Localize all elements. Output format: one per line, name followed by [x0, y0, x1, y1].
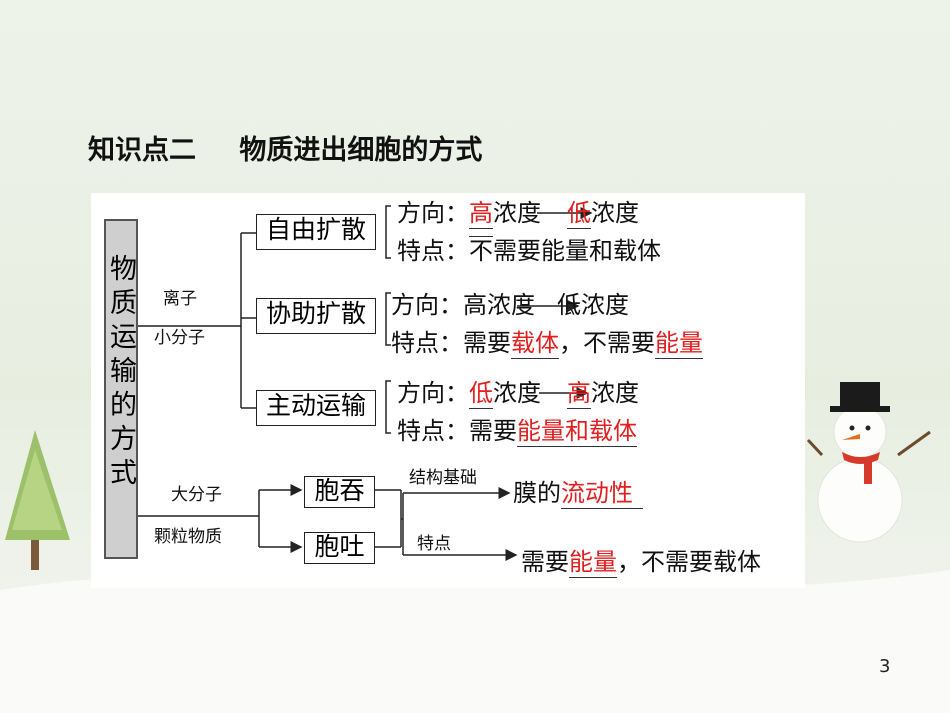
title-part2: 物质进出细胞的方式: [239, 135, 483, 166]
concept-map: 物质运输的方式 离子 小分子 大分子 颗粒物质 自由扩散 方向：高浓度低浓度 特…: [91, 193, 805, 588]
structure-basis-value: 膜的流动性: [513, 479, 643, 509]
active-transport-direction: 方向：低浓度高浓度: [397, 379, 639, 409]
active-transport-feature: 特点：需要能量和载体: [397, 417, 637, 447]
branch-large-label1: 大分子: [171, 485, 222, 505]
free-diffusion-feature: 特点：不需要能量和载体: [397, 236, 661, 265]
facilitated-diffusion-direction: 方向：高浓度低浓度: [391, 291, 629, 319]
root-label: 物质运输的方式: [110, 254, 137, 489]
page-number: 3: [879, 656, 891, 677]
exocytosis-box: 胞吐: [304, 532, 375, 564]
feature-value: 需要能量，不需要载体: [521, 548, 761, 578]
snowman-icon: [806, 382, 931, 543]
structure-basis-label: 结构基础: [409, 468, 477, 488]
free-diffusion-direction: 方向：高浓度低浓度: [397, 199, 639, 229]
branch-large-label2: 颗粒物质: [154, 527, 222, 547]
branch-small-label2: 小分子: [154, 328, 205, 348]
free-diffusion-box: 自由扩散: [256, 214, 376, 250]
connector-lines: [138, 205, 593, 561]
tree-icon: [5, 430, 70, 570]
root-box: 物质运输的方式: [104, 219, 138, 559]
endocytosis-box: 胞吞: [304, 476, 375, 508]
feature-label: 特点: [417, 534, 451, 554]
facilitated-diffusion-box: 协助扩散: [256, 298, 376, 334]
title-part1: 知识点二: [88, 135, 196, 166]
branch-small-label1: 离子: [163, 289, 197, 309]
active-transport-box: 主动运输: [256, 390, 376, 426]
facilitated-diffusion-feature: 特点：需要载体，不需要能量: [391, 329, 703, 359]
slide-title: 知识点二 物质进出细胞的方式: [88, 128, 482, 167]
